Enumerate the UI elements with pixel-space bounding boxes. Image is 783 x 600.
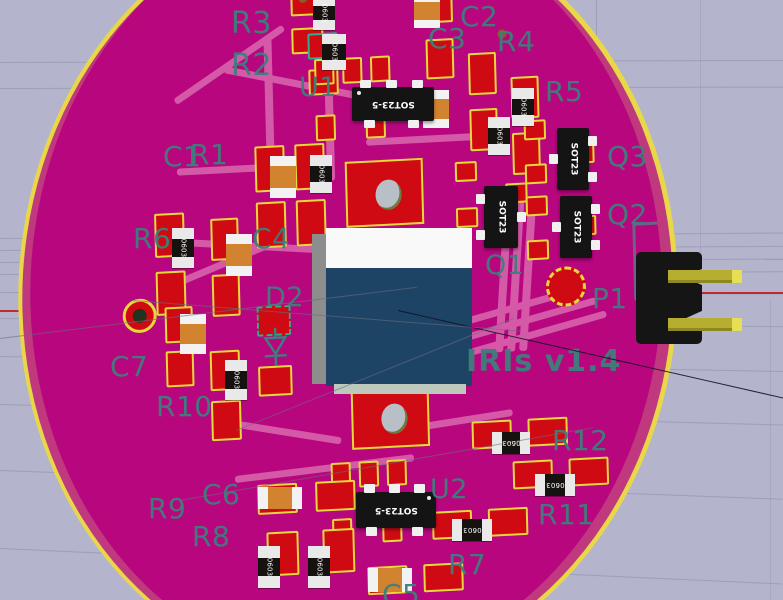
center-power-component[interactable] — [312, 222, 472, 398]
pad — [315, 114, 337, 142]
capacitor-c4[interactable] — [226, 234, 252, 276]
silk-designator-c4: C4 — [252, 222, 291, 255]
pad — [487, 506, 529, 537]
silk-designator-d2: D2 — [265, 282, 304, 313]
connector-pin-1-tip — [732, 270, 742, 283]
silk-designator-c7: C7 — [110, 350, 149, 383]
part-top-band — [326, 228, 472, 270]
board-title-silk: IRIs v1.4 — [466, 344, 622, 379]
via-small-r11 — [618, 475, 629, 485]
silk-designator-q3: Q3 — [607, 140, 648, 173]
silk-designator-r1: R1 — [190, 138, 229, 171]
silk-designator-u2: U2 — [430, 474, 468, 505]
part-side-face — [312, 234, 328, 384]
capacitor-c2[interactable] — [414, 0, 440, 28]
resistor-r6[interactable]: 0603 — [172, 228, 194, 268]
silk-designator-c2: C2 — [460, 0, 499, 33]
resistor-r5[interactable]: 0603 — [488, 117, 510, 155]
package-label: SOT23-5 — [374, 505, 418, 515]
pad — [526, 239, 550, 261]
silk-designator-u1: U1 — [299, 72, 337, 103]
via-left — [122, 297, 158, 334]
silk-designator-p1: P1 — [592, 282, 628, 315]
ic-u1-sot23-5[interactable]: SOT23-5 — [352, 80, 434, 128]
diode-symbol-icon — [263, 327, 288, 366]
board-soldermask-top — [20, 0, 672, 600]
silk-designator-r9: R9 — [148, 492, 187, 525]
resistor-r9[interactable]: 0603 — [258, 546, 280, 588]
capacitor-c7[interactable] — [180, 314, 206, 354]
connector-pin-2-tip — [732, 318, 742, 331]
transistor-q3-sot23[interactable]: SOT23 — [549, 128, 597, 190]
part-body — [326, 268, 472, 386]
resistor-r8[interactable]: 0603 — [308, 546, 330, 588]
silk-designator-q2: Q2 — [607, 198, 648, 231]
pad — [525, 195, 549, 217]
silk-designator-r8: R8 — [192, 520, 231, 553]
pad — [315, 479, 356, 512]
silk-designator-c5: C5 — [382, 578, 421, 600]
connector-pin-2 — [668, 318, 736, 331]
resistor-r3[interactable]: 0603 — [313, 0, 335, 30]
capacitor-c1[interactable] — [270, 156, 296, 198]
capacitor-c6[interactable] — [258, 487, 302, 509]
connector-pin-1 — [668, 270, 736, 283]
silk-designator-c1: C1 — [163, 140, 202, 173]
package-label: SOT23 — [495, 200, 506, 234]
silk-designator-r2: R2 — [231, 48, 272, 83]
ic-u2-sot23-5[interactable]: SOT23-5 — [356, 484, 436, 536]
resistor-r2[interactable]: 0603 — [322, 34, 346, 70]
resistor-r4[interactable]: 0603 — [512, 88, 534, 126]
pad — [467, 51, 497, 96]
silk-designator-r11: R11 — [538, 498, 595, 531]
transistor-q2-sot23[interactable]: SOT23 — [552, 196, 600, 258]
pcb-board[interactable] — [8, 0, 688, 600]
x-axis-line-right — [672, 292, 783, 294]
pad — [524, 163, 548, 185]
resistor-r11[interactable]: 0603 — [535, 474, 575, 496]
silk-designator-r10: R10 — [156, 390, 213, 423]
silk-designator-c3: C3 — [428, 22, 467, 55]
resistor-r7[interactable]: 0603 — [452, 519, 492, 541]
package-label: SOT23 — [571, 210, 582, 244]
part-tab-bottom — [334, 384, 466, 394]
pad — [369, 55, 391, 83]
pad — [165, 350, 195, 388]
silk-designator-r7: R7 — [448, 548, 487, 581]
transistor-q1-sot23[interactable]: SOT23 — [476, 186, 526, 248]
silk-designator-r3: R3 — [231, 6, 272, 41]
capacitor-c5[interactable] — [368, 568, 412, 592]
package-label: SOT23 — [568, 142, 579, 176]
resistor-r10[interactable]: 0603 — [225, 360, 247, 400]
resistor-r1[interactable]: 0603 — [310, 155, 332, 193]
silk-designator-r5: R5 — [545, 75, 584, 108]
pad — [454, 160, 478, 183]
pad — [210, 399, 242, 442]
silk-designator-r6: R6 — [133, 222, 172, 255]
thermal-pad-top — [344, 157, 425, 228]
connector-p1[interactable] — [636, 248, 748, 348]
silk-designator-r4: R4 — [497, 25, 536, 58]
silk-designator-q1: Q1 — [485, 250, 525, 281]
package-label: SOT23-5 — [371, 99, 415, 109]
